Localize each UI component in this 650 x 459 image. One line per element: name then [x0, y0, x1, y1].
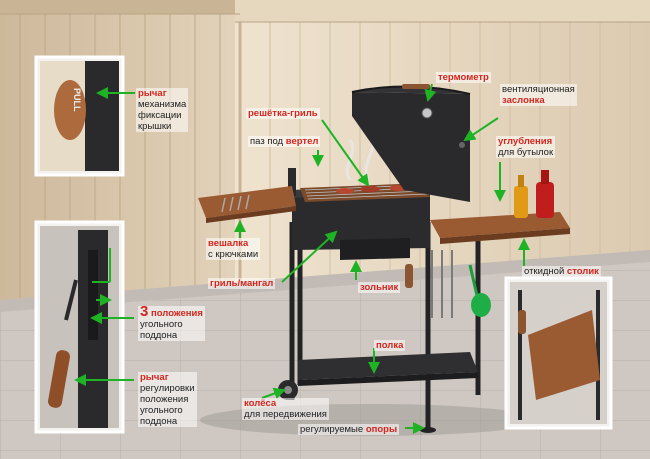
label-thermometer: термометр — [436, 72, 491, 83]
callout-arrows — [74, 83, 530, 434]
inset-folding-table — [504, 276, 613, 430]
label-folding-table: откидной столик — [522, 266, 601, 277]
label-spit-slot: паз под вертел — [248, 136, 321, 147]
label-legs: регулируемые опоры — [298, 424, 400, 435]
pull-text: PULL — [72, 88, 82, 112]
label-grill-grate: решётка-гриль — [246, 108, 320, 119]
label-grill-brazier: гриль/мангал — [208, 278, 276, 289]
label-ash-pan: зольник — [358, 282, 401, 293]
inset-tray-positions — [34, 220, 125, 434]
inset-lid-lever — [34, 55, 125, 177]
label-shelf: полка — [374, 340, 406, 351]
